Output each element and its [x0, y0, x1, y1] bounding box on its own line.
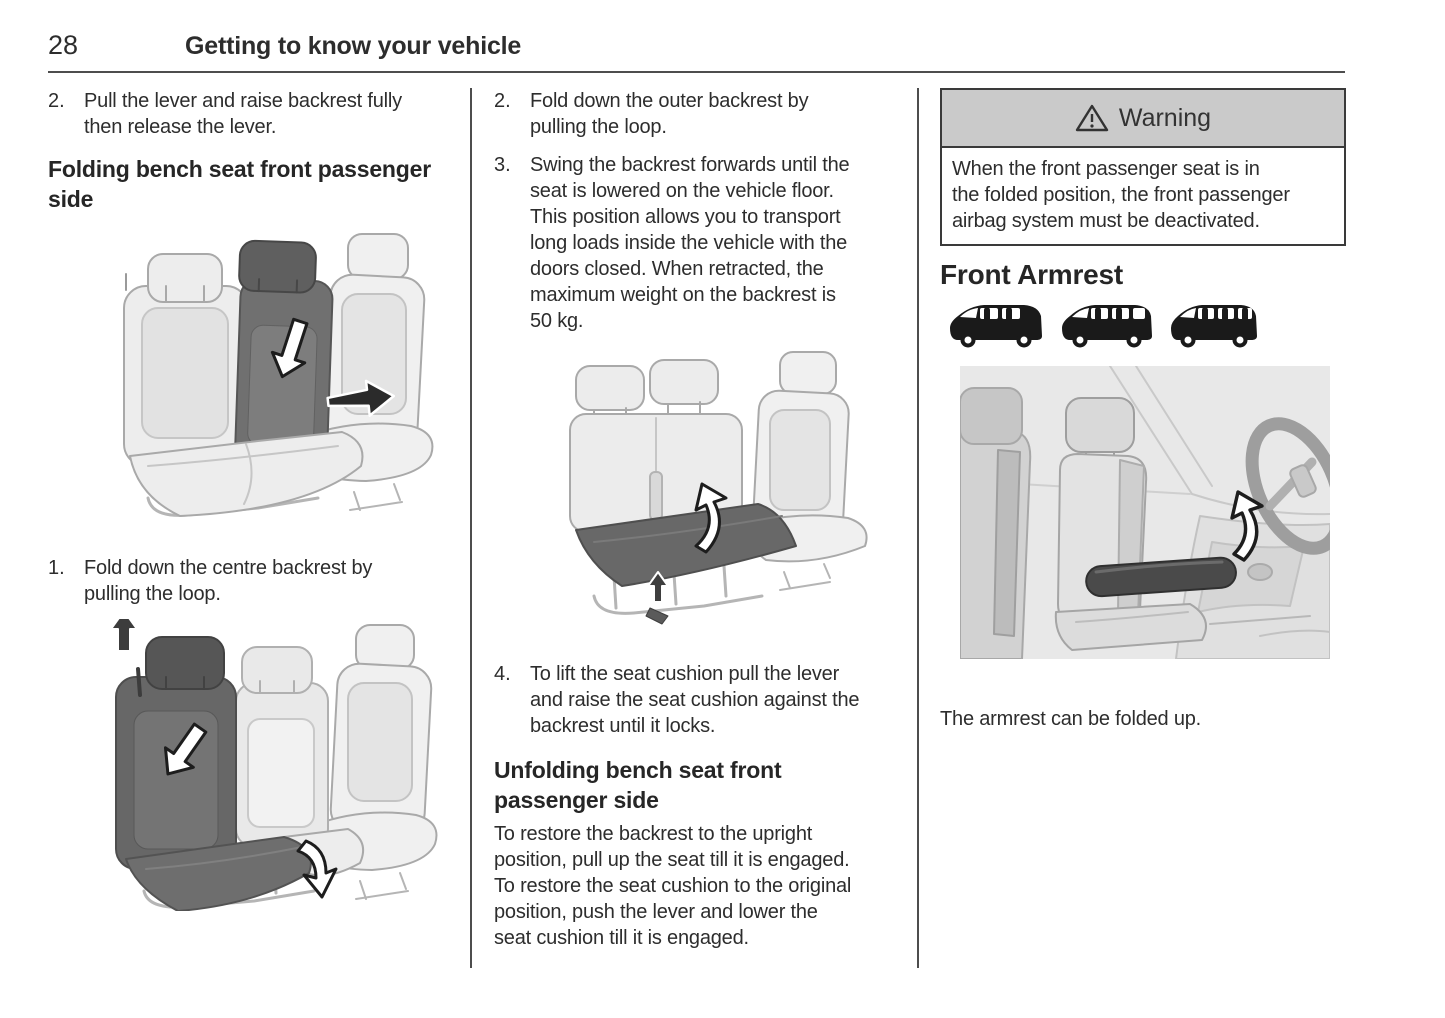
- step-item: 2. Pull the lever and raise backrest ful…: [48, 88, 440, 140]
- step-text: Fold down the outer backrest by pulling …: [530, 90, 809, 138]
- armrest-caption: The armrest can be folded up.: [940, 708, 1202, 730]
- warning-body: When the front passenger seat is in the …: [952, 158, 1290, 232]
- bench-seat-outer-fold-illustration: [110, 610, 438, 912]
- armrest-fold-up-arrow-icon: [1230, 490, 1264, 562]
- van-variant-2-icon: [1062, 305, 1152, 348]
- warning-triangle-icon: [1075, 104, 1109, 132]
- section-heading-folding: Folding bench seat front passenger side: [48, 156, 431, 212]
- step-number: 2.: [48, 90, 65, 112]
- bench-left-backrest: [123, 253, 249, 467]
- step-number: 2.: [494, 90, 511, 112]
- step-item: 3. Swing the backrest forwards until the…: [494, 152, 895, 334]
- header-rule: [48, 71, 1345, 73]
- manual-page: 28 Getting to know your vehicle 2. Pull …: [48, 30, 1445, 968]
- section-heading-unfolding: Unfolding bench seat front passenger sid…: [494, 757, 782, 813]
- van-variant-3-icon: [1171, 305, 1257, 348]
- bench-cushion: [129, 431, 364, 517]
- bench-seat-cushion-lift-illustration: [569, 351, 868, 625]
- fold-down-arrow-icon: [270, 317, 309, 379]
- column-right: Warning When the front passenger seat is…: [940, 88, 1347, 732]
- figure-front-armrest: [959, 365, 1347, 664]
- columns: 2. Pull the lever and raise backrest ful…: [48, 88, 1445, 968]
- figure-fold-outer-backrest: [102, 610, 440, 916]
- step-number: 1.: [48, 557, 65, 579]
- step-item: 4. To lift the seat cushion pull the lev…: [494, 661, 895, 739]
- lower-cushion-arrow-icon: [296, 839, 338, 899]
- step-number: 4.: [494, 663, 511, 685]
- page-title: Getting to know your vehicle: [185, 32, 522, 60]
- step-number: 3.: [494, 154, 511, 176]
- column-left: 2. Pull the lever and raise backrest ful…: [48, 88, 440, 916]
- column-divider: [470, 88, 472, 968]
- near-seat-partial: [959, 387, 1032, 660]
- bench-frame: [592, 564, 764, 615]
- bench-seat-centre-fold-illustration: [123, 233, 434, 517]
- figure-lift-seat-cushion: [558, 350, 895, 633]
- outer-seat: [743, 351, 868, 591]
- vehicle-variant-icons: [946, 302, 1346, 348]
- lever-arrow-icon: [645, 571, 669, 625]
- front-armrest-heading: Front Armrest: [940, 259, 1124, 290]
- shift-right-arrow-icon: [326, 379, 396, 417]
- step-item: 2. Fold down the outer backrest by pulli…: [494, 88, 895, 140]
- warning-box: Warning When the front passenger seat is…: [940, 88, 1346, 246]
- van-variant-1-icon: [950, 305, 1042, 348]
- step-text: Fold down the centre backrest by pulling…: [84, 557, 373, 605]
- step-text: Swing the backrest forwards until the se…: [530, 154, 850, 332]
- step-text: To lift the seat cushion pull the lever …: [530, 663, 860, 737]
- seat-cushion-dark: [575, 503, 797, 587]
- step-text: Pull the lever and raise backrest fully …: [84, 90, 402, 138]
- column-divider: [917, 88, 919, 968]
- front-armrest-illustration: [959, 365, 1347, 660]
- figure-fold-centre-backrest: [108, 228, 440, 525]
- unfolding-paragraph: To restore the backrest to the upright p…: [494, 823, 852, 949]
- centre-backrest: [235, 646, 329, 848]
- bench-backrest: [569, 359, 743, 533]
- release-up-arrow-icon: [110, 610, 138, 652]
- armrest-dark: [1085, 556, 1237, 598]
- column-middle: 2. Fold down the outer backrest by pulli…: [494, 88, 895, 951]
- step-item: 1. Fold down the centre backrest by pull…: [48, 555, 440, 607]
- lift-cushion-arrow-icon: [694, 482, 728, 554]
- warning-title: Warning: [1118, 103, 1212, 132]
- page-header: 28 Getting to know your vehicle: [48, 30, 1445, 68]
- warning-header: Warning: [942, 90, 1344, 148]
- fold-down-arrow-icon: [163, 722, 208, 776]
- page-number: 28: [48, 30, 79, 60]
